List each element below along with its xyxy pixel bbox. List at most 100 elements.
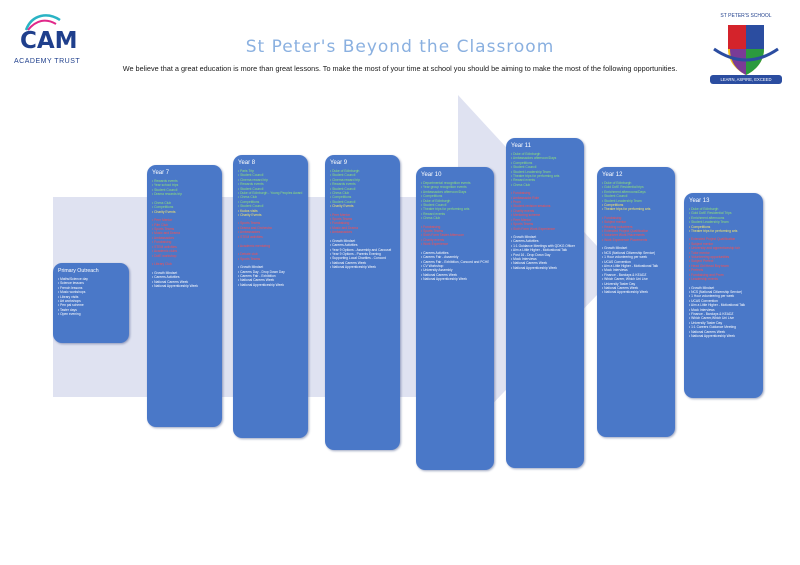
year-10-box: Year 10• Departmental recognition events… xyxy=(416,167,494,470)
list-item: • National Apprenticeship Week xyxy=(330,265,376,270)
list-item: • Chess Club xyxy=(152,201,172,206)
list-item: • Ambassadors afternoon/Days xyxy=(511,156,557,161)
list-item: • Theatre trips for performing arts xyxy=(511,174,560,179)
list-item: • Library visits xyxy=(58,294,79,299)
list-item: • Which Career,Which Uni Live xyxy=(689,316,734,321)
list-item: • Ambassadors xyxy=(152,235,175,240)
list-item: • Academic clubs xyxy=(152,249,177,254)
list-item: • Volunteer Work Placements xyxy=(602,233,645,238)
list-item: • Cinema reward trip xyxy=(238,177,268,182)
year-title: Year 7 xyxy=(152,170,170,176)
list-item: • 1:1 Guidance Meetings with QDKG Office… xyxy=(511,243,575,248)
list-item: • Extended Project Qualification xyxy=(689,237,736,242)
list-item: • 1 Hour volunteering per week xyxy=(602,255,648,260)
list-item: • Fundraising xyxy=(511,191,531,196)
list-item: • Aim a Little Higher - Motivational Tal… xyxy=(511,248,568,253)
list-item: • Duke of Edinburgh xyxy=(330,169,360,173)
list-item: • Science lessons xyxy=(58,281,84,286)
list-item: • Student Council xyxy=(238,173,264,178)
list-item: • Which Career, Which Uni Live xyxy=(602,277,648,282)
list-item: • Cinema reward trip xyxy=(330,177,360,182)
list-item: • Subject Prefect xyxy=(689,259,714,264)
list-item: • Growth Mindset xyxy=(689,285,715,290)
list-item: • 1:1 Careers Guidance Meeting xyxy=(689,325,736,330)
primary-outreach-list: • Maths/Science day• Science lessons• Fr… xyxy=(58,277,124,317)
list-item: • UCAS Convention xyxy=(602,259,631,264)
list-item: • Sixth Form Taster Afternoon xyxy=(421,233,464,238)
list-item: • Theatre trips for performing arts xyxy=(602,207,651,212)
primary-outreach-box: Primary Outreach • Maths/Science day• Sc… xyxy=(53,263,129,343)
list-item: • Academic mentoring xyxy=(238,243,270,248)
list-item: • Ambassadors xyxy=(330,230,353,235)
group-spacer xyxy=(689,338,758,342)
list-item: • 1 Hour volunteering per week xyxy=(689,294,735,299)
list-item: • Careers Activities xyxy=(330,243,358,248)
page-title: St Peter's Beyond the Classroom xyxy=(245,37,555,57)
list-item: • Chess Club xyxy=(511,182,531,187)
list-item: • Student Leadership Team xyxy=(689,220,729,225)
list-item: • Finance - Barclays & KEADZ xyxy=(689,311,734,316)
list-item: • National Apprenticeship Week xyxy=(152,283,198,288)
list-item: • Peer Mentor xyxy=(511,217,532,222)
year-7-box: Year 7• Rewards events• Year school trip… xyxy=(147,165,222,427)
list-item: • National Apprenticeship Week xyxy=(689,333,735,338)
year-title: Year 12 xyxy=(602,172,623,178)
list-item: • Duke of Edinburgh xyxy=(602,181,632,185)
list-item: • National Careers Week xyxy=(330,260,367,265)
list-item: • Growth Mindset xyxy=(602,246,628,251)
list-item: • Student Council xyxy=(330,186,356,191)
list-item: • Competitions xyxy=(330,195,352,200)
list-item: • Student Council xyxy=(330,199,356,204)
logo-name: CAM xyxy=(20,28,78,54)
list-item: • National Apprenticeship Week xyxy=(238,282,284,287)
list-item: • Fundraising xyxy=(152,240,172,245)
list-item: • French lessons xyxy=(58,285,83,290)
list-item: • Music workshops xyxy=(58,290,86,295)
list-item: • Subject mentor xyxy=(602,220,627,225)
list-item: • Growth Mindset xyxy=(511,234,537,239)
list-item: • Head Girl/Head Boy team xyxy=(689,263,729,268)
list-item: • Volunteering opportunities xyxy=(689,255,730,260)
list-item: • NCS (National Citizenship Service) xyxy=(602,250,656,255)
list-item: • Charity events xyxy=(421,237,445,242)
list-item: • Tutor mentor xyxy=(689,250,710,255)
list-item: • Finance - Barclays & KEADZ xyxy=(602,272,647,277)
list-item: • Duke of Edinburgh xyxy=(421,198,451,203)
list-item: • National Careers Week xyxy=(689,329,726,334)
list-item: • Aim a Little Higher - Motivational Tal… xyxy=(602,263,659,268)
list-item: • National Careers Week xyxy=(511,261,548,266)
year-title: Year 9 xyxy=(330,160,348,166)
list-item: • Maths/Science day xyxy=(58,277,88,281)
list-item: • Year school trips xyxy=(152,183,179,188)
list-item: • Post 16 - Drop Down Day xyxy=(511,252,551,257)
cam-logo-icon xyxy=(24,14,61,31)
list-item: • Peer Mentor xyxy=(330,212,351,217)
list-item: • STEM activities xyxy=(152,244,177,249)
list-item: • Careers Activities xyxy=(152,275,180,280)
list-item: • University Assembly xyxy=(421,268,453,273)
list-item: • Careers Activities xyxy=(421,250,449,255)
list-item: • Sports Teams xyxy=(238,221,261,226)
list-item: • Growth Mindset xyxy=(152,270,178,275)
list-item: • UCAS Convention xyxy=(689,298,718,303)
list-item: • Pen pal scheme xyxy=(58,303,84,308)
list-item: • Work Experience Placements xyxy=(602,237,648,242)
list-item: • Careers Fair - Exhibition xyxy=(238,273,276,278)
list-item: • National Apprenticeship Week xyxy=(421,277,467,282)
list-item: • Work Experience xyxy=(421,242,449,247)
list-item: • Music and Drama xyxy=(330,225,358,230)
list-item: • Student Leadership Team xyxy=(602,198,642,203)
list-item: • Student Council xyxy=(602,194,628,199)
cam-academy-logo: CAM ACADEMY TRUST xyxy=(14,14,84,72)
list-item: • Leadership events xyxy=(689,277,719,282)
list-item: • Ambassadors afternoon/Days xyxy=(421,189,467,194)
list-item: • National Apprenticeship Week xyxy=(511,265,557,270)
list-item: • Prefects xyxy=(689,268,704,273)
group-spacer xyxy=(330,270,395,274)
list-item: • Aim a Little Higher - Motivational Tal… xyxy=(689,303,746,308)
list-item: • Mock Interviews xyxy=(689,307,715,312)
list-item: • National Careers Week xyxy=(152,279,189,284)
list-item: • Enrichment afternoons xyxy=(689,215,725,220)
list-item: • Sixth Form Work Experience xyxy=(511,226,555,231)
list-item: • Competitions xyxy=(421,194,443,199)
